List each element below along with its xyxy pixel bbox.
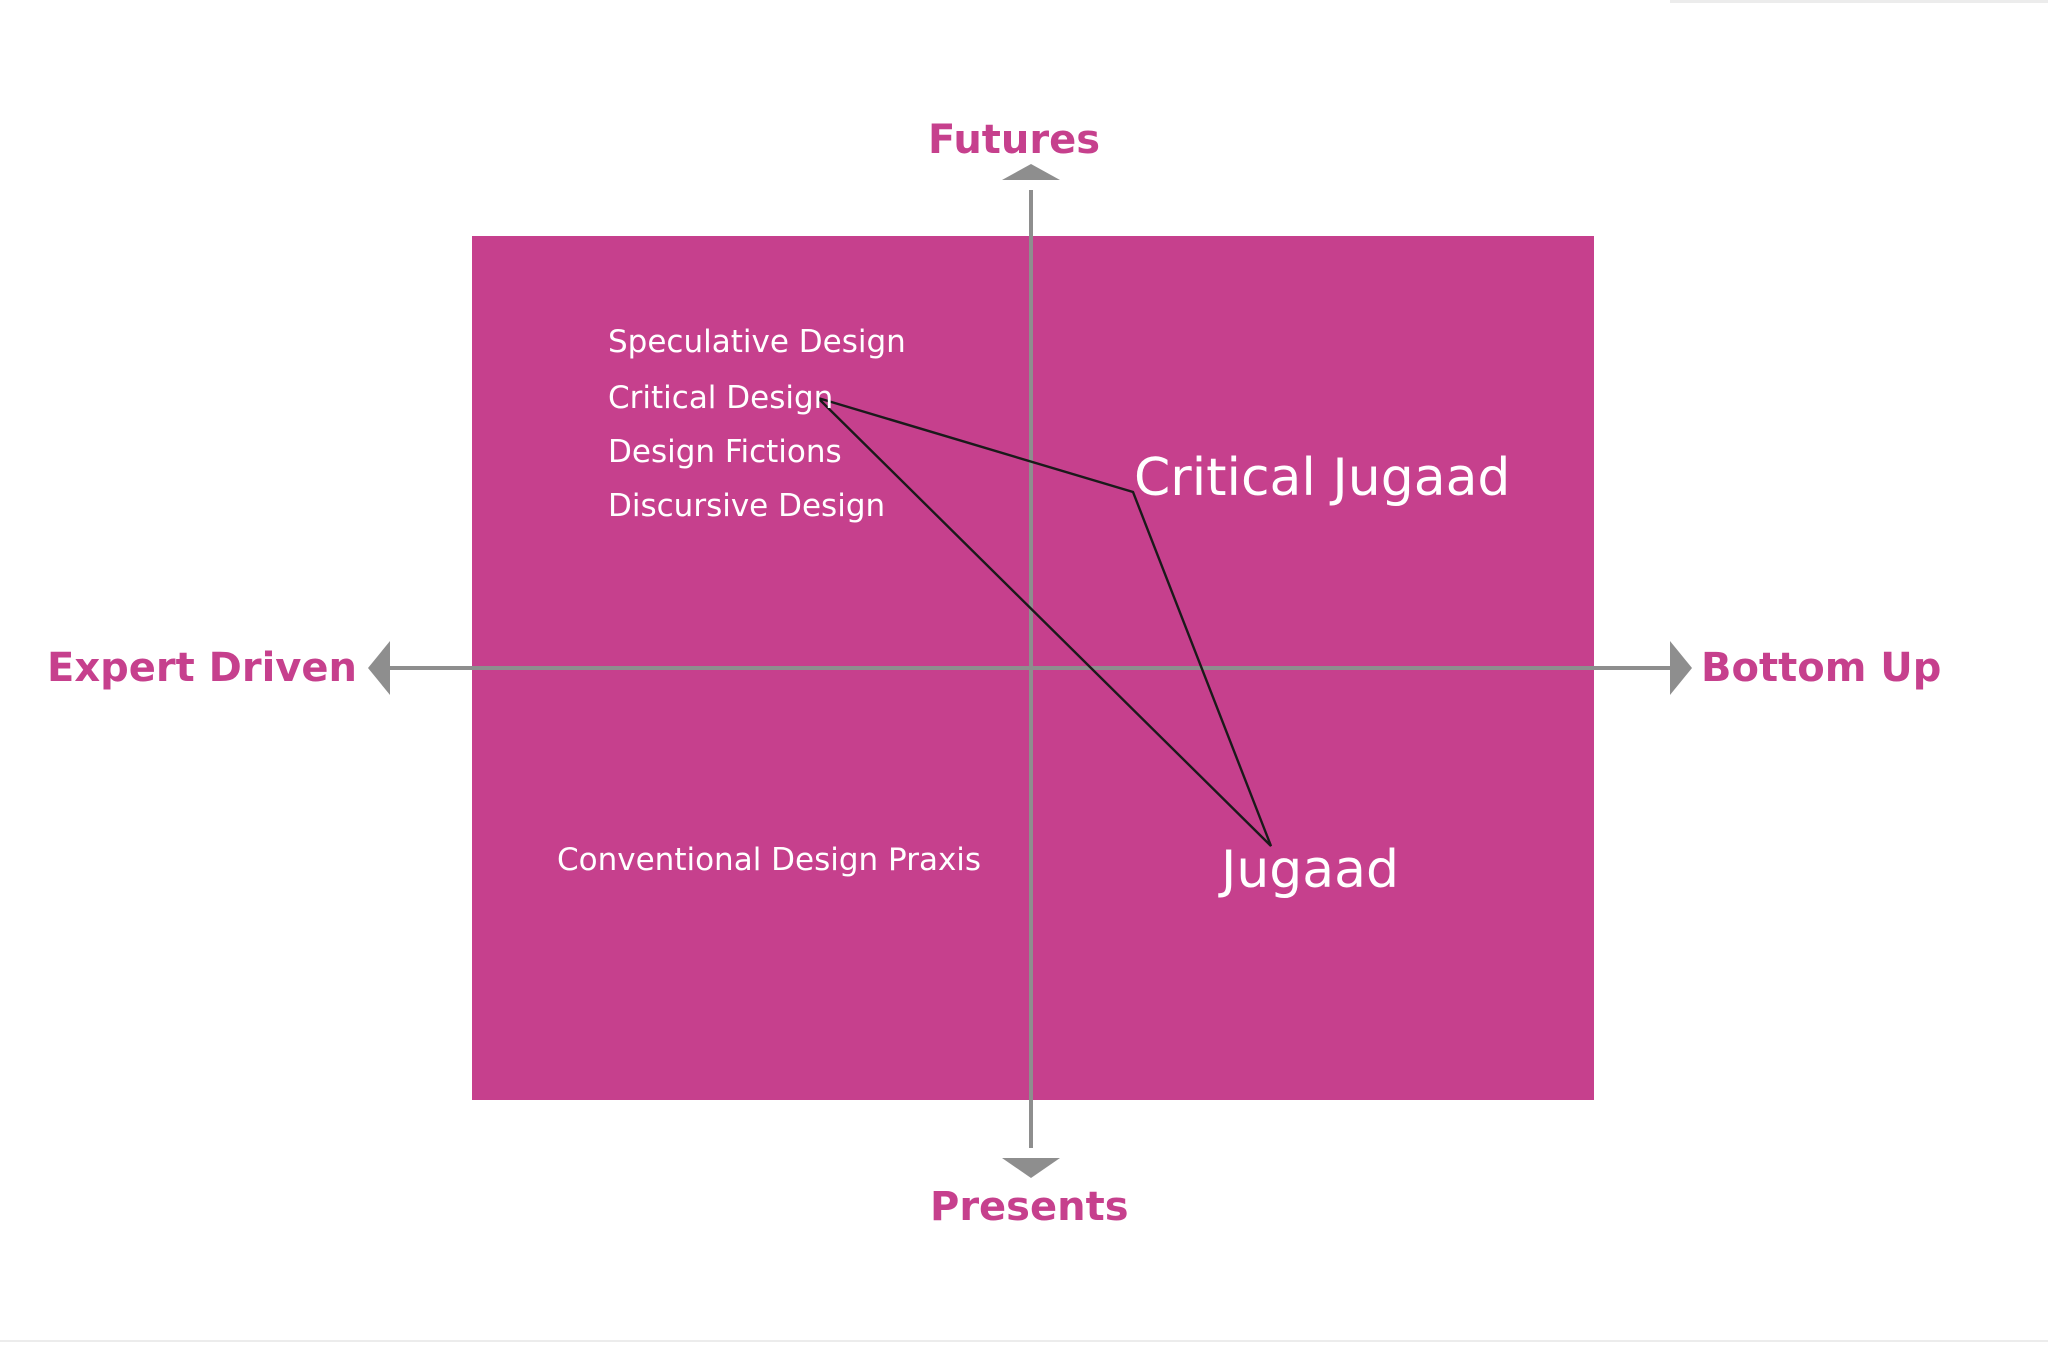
item-discursive-design: Discursive Design — [608, 488, 886, 524]
expert-driven-arrow-icon — [368, 641, 390, 695]
presents-arrow-icon — [1002, 1158, 1060, 1178]
bottom-edge-rule — [0, 1340, 2048, 1342]
axis-label-presents: Presents — [930, 1184, 1129, 1230]
label-conventional-design-praxis: Conventional Design Praxis — [557, 842, 982, 878]
bottom-up-arrow-icon — [1670, 641, 1692, 695]
item-design-fictions: Design Fictions — [608, 434, 842, 470]
axis-label-expert-driven: Expert Driven — [47, 645, 357, 691]
axis-label-bottom-up: Bottom Up — [1701, 645, 1942, 691]
item-speculative-design: Speculative Design — [608, 324, 906, 360]
label-critical-jugaad: Critical Jugaad — [1134, 448, 1511, 508]
label-jugaad: Jugaad — [1221, 840, 1400, 900]
top-edge-rule — [1670, 0, 2048, 3]
futures-arrow-icon — [1002, 164, 1060, 180]
axis-label-futures: Futures — [928, 117, 1101, 163]
critical-jugaad-connector — [817, 396, 1273, 847]
item-critical-design: Critical Design — [608, 380, 834, 416]
